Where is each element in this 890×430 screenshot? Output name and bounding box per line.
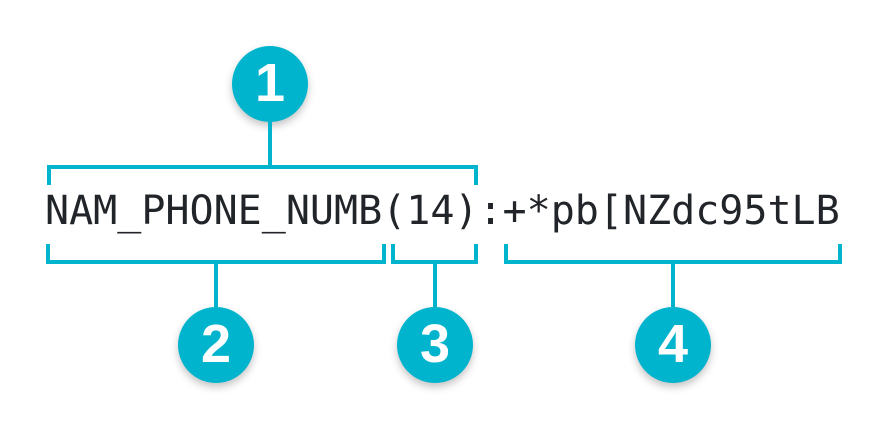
callout-2-badge: 2 <box>178 307 254 383</box>
bracket-field-name <box>46 244 386 264</box>
callout-3-connector-line <box>433 264 437 307</box>
callout-3-badge: 3 <box>397 307 473 383</box>
callout-4-number: 4 <box>657 314 689 374</box>
field-definition-text: NAM_PHONE_NUMB(14):+*pb[NZdc95tLB <box>45 188 840 234</box>
callout-1-number: 1 <box>254 53 286 113</box>
callout-1-connector-line <box>268 122 272 165</box>
callout-2-connector-line <box>214 264 218 307</box>
bracket-field-length <box>391 244 478 264</box>
callout-2-number: 2 <box>200 314 232 374</box>
bracket-field-value <box>504 244 842 264</box>
callout-4-badge: 4 <box>635 307 711 383</box>
bracket-full-field <box>47 165 478 185</box>
callout-4-connector-line <box>671 264 675 307</box>
callout-1-badge: 1 <box>232 46 308 122</box>
callout-3-number: 3 <box>419 314 451 374</box>
